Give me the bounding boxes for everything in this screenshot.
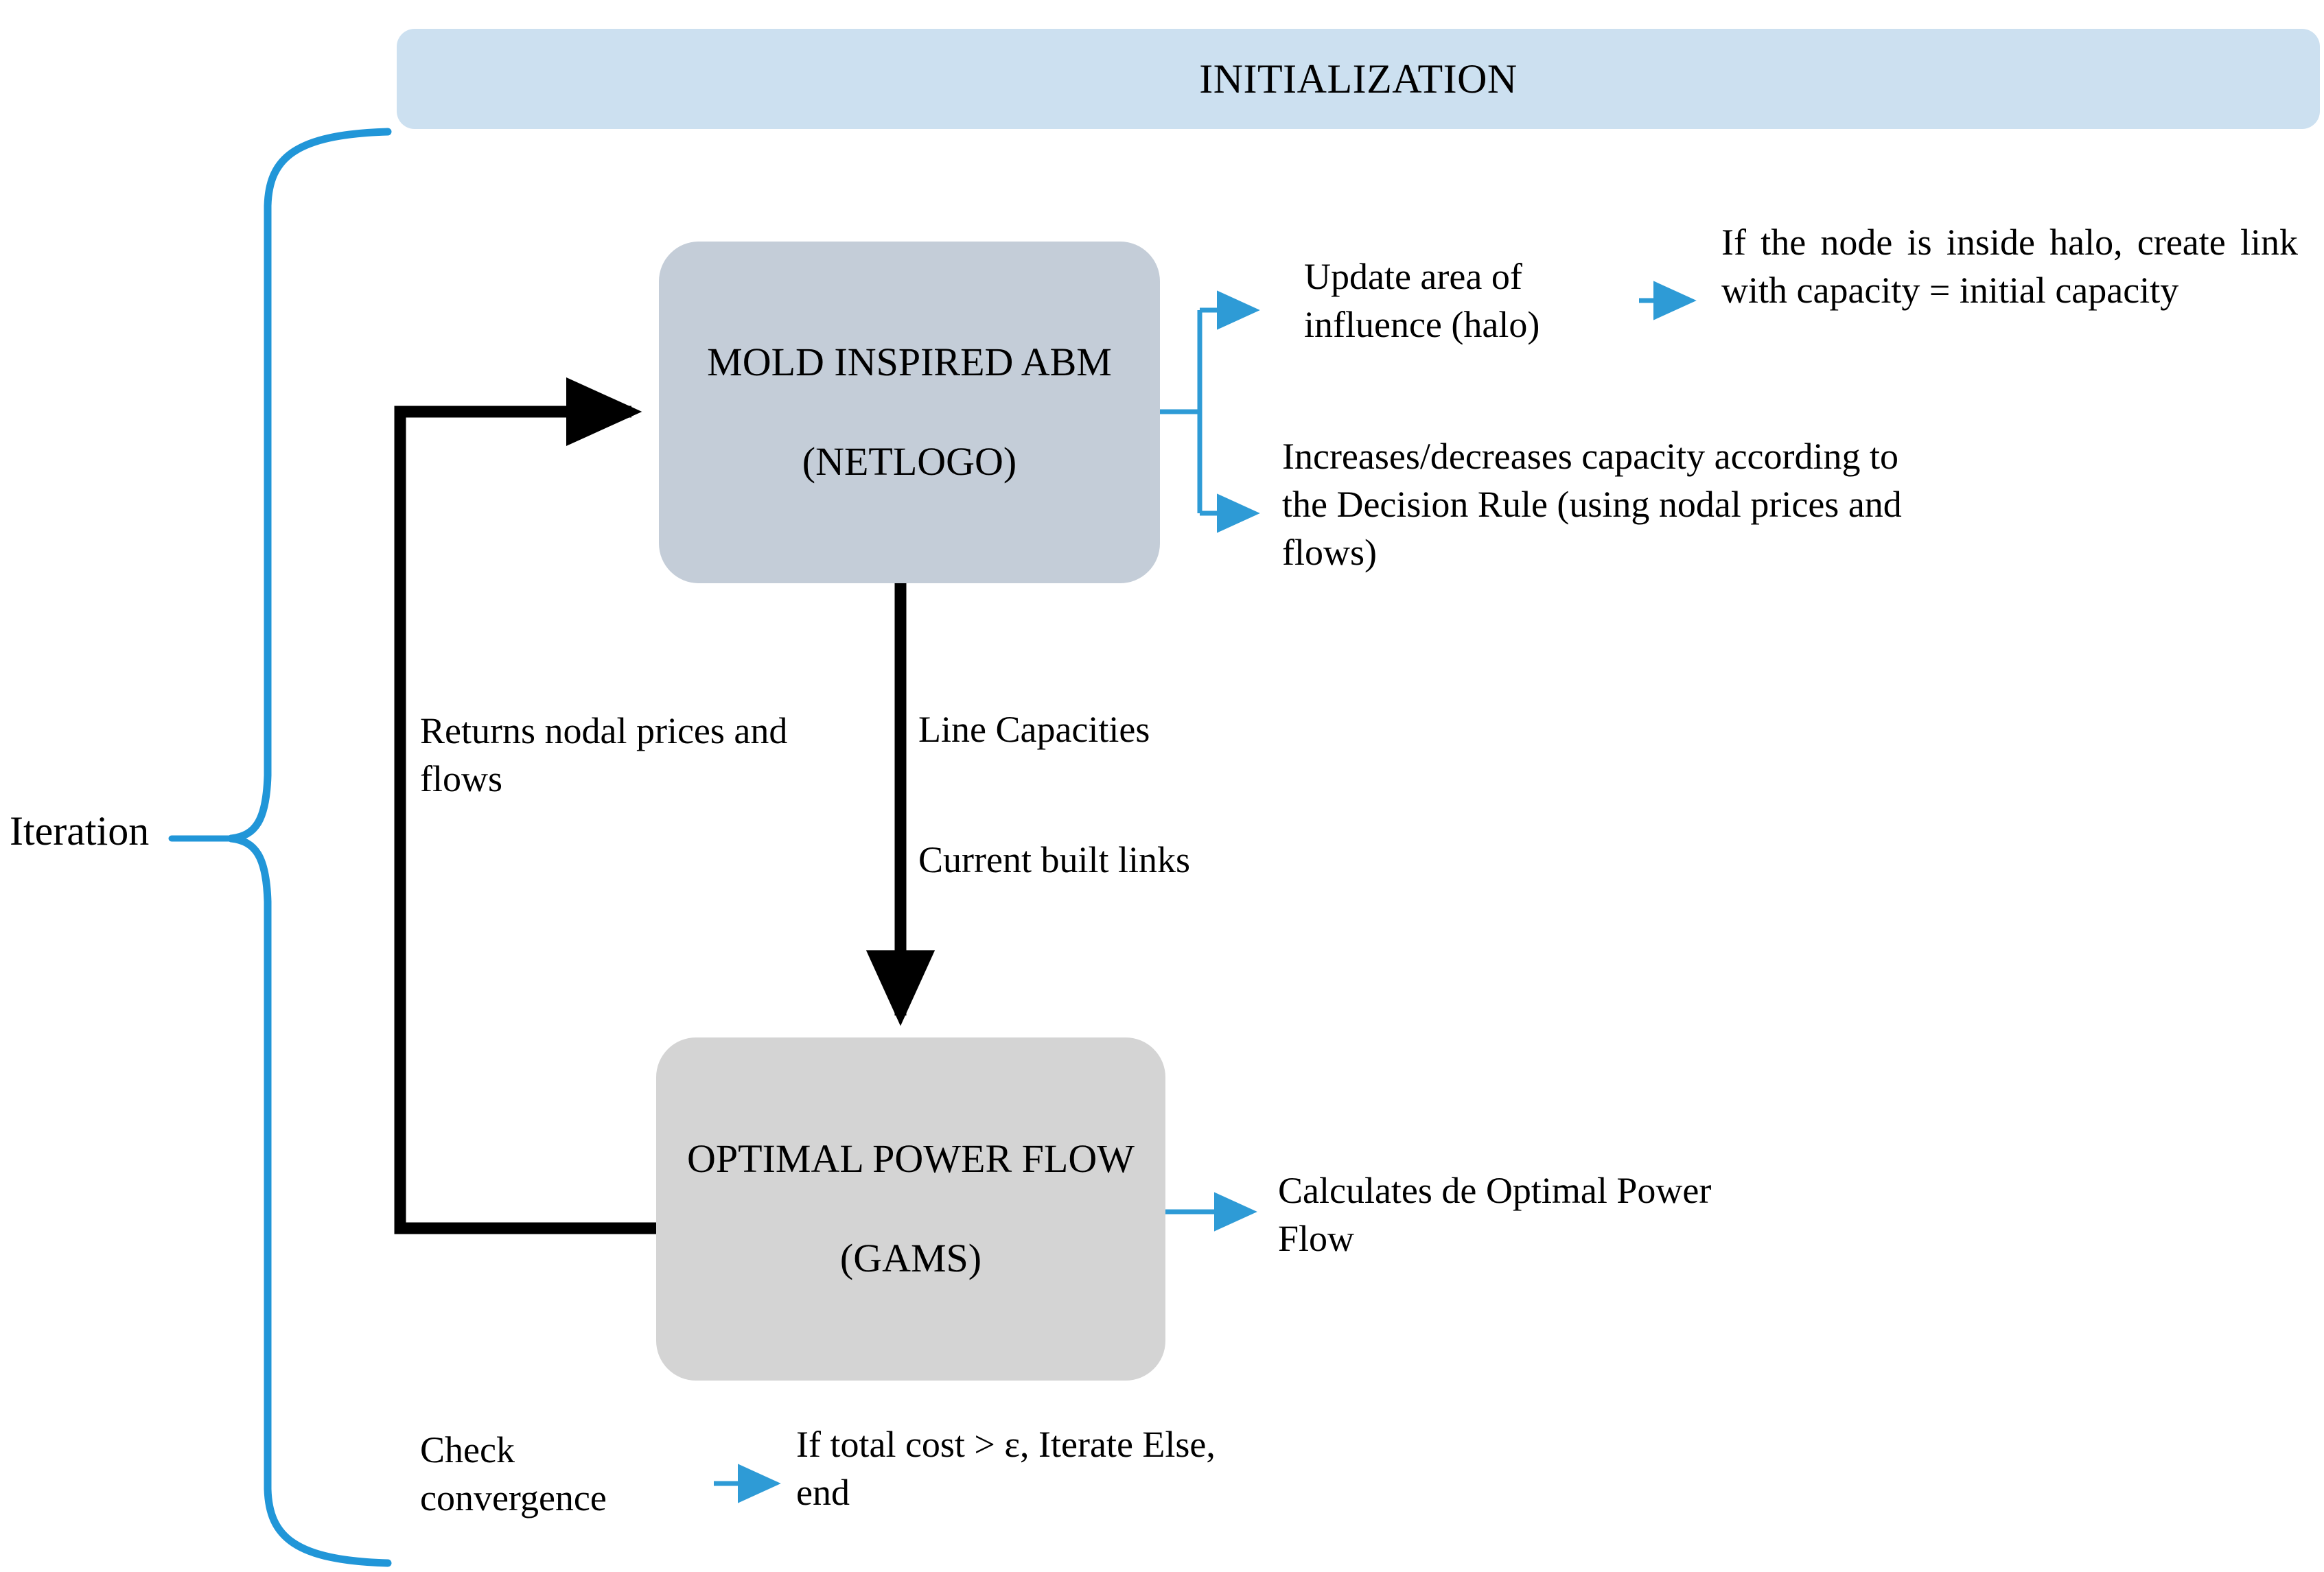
annotation-line-capacities: Line Capacities: [918, 709, 1150, 750]
iteration-label: Iteration: [10, 808, 150, 854]
annotation-current-built-links: Current built links: [918, 839, 1190, 880]
initialization-banner: INITIALIZATION: [397, 29, 2320, 129]
annotation-inside-halo: If the node is inside halo, create link …: [1721, 222, 2298, 312]
opf-subtitle: (GAMS): [839, 1236, 982, 1280]
abm-branch-connector: [1160, 290, 1260, 533]
abm-subtitle: (NETLOGO): [802, 439, 1017, 484]
annotation-returns-nodal: Returns nodal prices and flows: [420, 710, 788, 800]
node-optimal-power-flow[interactable]: OPTIMAL POWER FLOW (GAMS): [656, 1037, 1165, 1381]
initialization-label: INITIALIZATION: [1199, 56, 1518, 102]
annotation-update-halo: Update area of influence (halo): [1304, 256, 1540, 346]
annotation-increase-decrease: Increases/decreases capacity according t…: [1282, 436, 1902, 574]
annotation-check-convergence: Check convergence: [420, 1429, 607, 1519]
opf-title: OPTIMAL POWER FLOW: [687, 1136, 1135, 1182]
annotation-if-total-cost: If total cost > ε, Iterate Else, end: [796, 1424, 1216, 1514]
annotation-calculates-opf: Calculates de Optimal Power Flow: [1278, 1170, 1712, 1260]
node-mold-inspired-abm[interactable]: MOLD INSPIRED ABM (NETLOGO): [659, 242, 1160, 583]
feedback-loop-arrow: [394, 377, 659, 1234]
abm-title: MOLD INSPIRED ABM: [707, 340, 1112, 385]
